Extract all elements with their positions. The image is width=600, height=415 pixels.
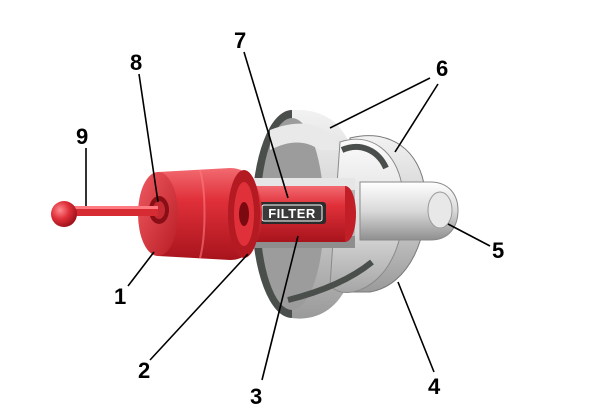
callout-numbers: 9 8 7 6 5 4 3 2 1 — [76, 28, 504, 409]
callout-7: 7 — [234, 28, 246, 53]
stem-tip — [359, 181, 459, 241]
leader-6b — [394, 83, 439, 153]
callout-6: 6 — [436, 56, 448, 81]
filter-label: FILTER — [268, 206, 316, 221]
callout-5: 5 — [492, 238, 504, 263]
leader-2 — [149, 253, 249, 361]
leader-6a — [329, 77, 431, 129]
pull-stick — [51, 201, 158, 227]
leader-lines — [85, 51, 491, 381]
callout-1: 1 — [114, 284, 126, 309]
leader-7 — [243, 51, 289, 199]
leader-5 — [447, 223, 491, 247]
callout-4: 4 — [428, 374, 441, 399]
callout-3: 3 — [250, 384, 262, 409]
leader-1 — [127, 251, 155, 287]
leader-8 — [138, 73, 159, 203]
callout-8: 8 — [130, 50, 142, 75]
callout-9: 9 — [76, 124, 88, 149]
callout-2: 2 — [138, 358, 150, 383]
filter-band: FILTER — [258, 202, 326, 224]
leader-3 — [261, 235, 299, 381]
connector-ring — [228, 170, 260, 258]
leader-4 — [397, 281, 435, 373]
